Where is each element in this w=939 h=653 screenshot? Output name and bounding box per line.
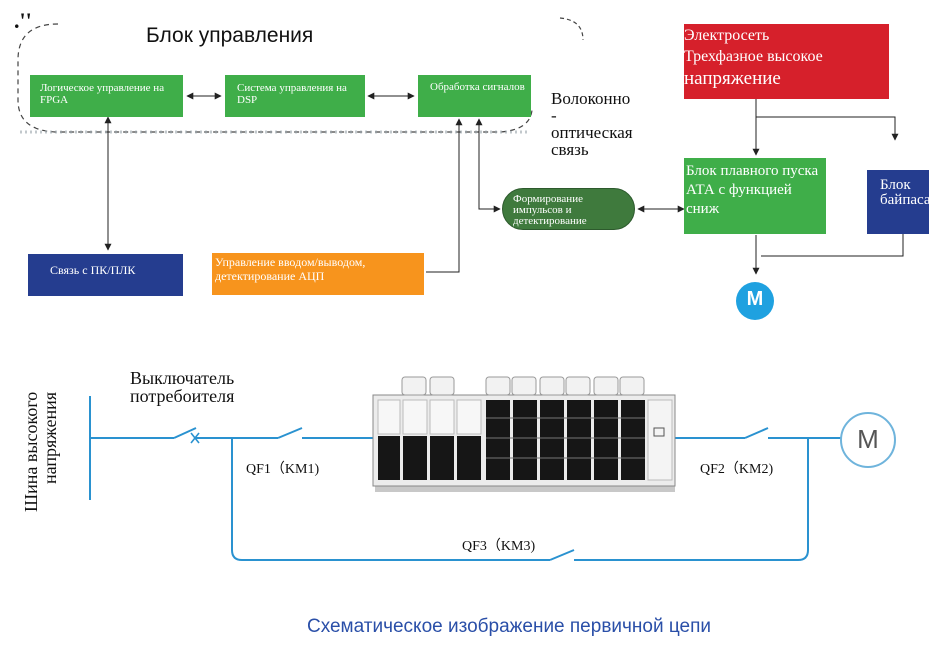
signal-block: Обработка сигналов <box>418 75 531 117</box>
user-switch-blade <box>173 427 197 439</box>
fiber-label: Волоконно - оптическая связь <box>551 90 633 158</box>
qf2-label: QF2（KM2) <box>700 462 774 477</box>
cabinet <box>372 376 676 492</box>
qf1-blade <box>277 427 303 439</box>
user-switch-label: Выключатель потребоителя <box>130 368 235 406</box>
fiber-line-2: - <box>551 106 557 125</box>
hv-bus-label: Шина высокого напряжения <box>21 392 60 513</box>
control-block-outline <box>17 23 533 133</box>
cabinet-panel-screen <box>653 427 665 437</box>
control-block-title: Блок управления <box>146 24 314 47</box>
arrow-signal-pulse <box>475 118 501 213</box>
fiber-line-3: оптическая <box>551 123 633 142</box>
bypass-loop-left <box>231 438 550 561</box>
motor-circle-top <box>736 282 774 320</box>
fiber-line-1: Волоконно <box>551 89 631 108</box>
grid-block: Электросеть Трехфазное высокое напряжени… <box>684 24 889 99</box>
grid-line-3: напряжение <box>684 67 781 89</box>
cabinet-dark-modules <box>486 400 645 480</box>
dsp-block: Система управления на DSP <box>225 75 365 117</box>
user-switch-cross-b <box>190 432 200 444</box>
pulse-label: Формирование импульсов и детектирование <box>513 193 587 227</box>
signal-label: Обработка сигналов <box>430 81 525 93</box>
io-block: Управление вводом/выводом, детектировани… <box>212 253 424 295</box>
line-bypass-motor <box>761 234 904 257</box>
arrow-grid-bypass <box>756 116 899 141</box>
grid-line-2: Трехфазное высокое <box>684 47 823 65</box>
io-label: Управление вводом/выводом, детектировани… <box>215 255 366 283</box>
cabinet-dark-lower <box>378 436 481 480</box>
motor-circle-bottom <box>840 412 896 468</box>
dsp-label: Система управления на DSP <box>237 82 347 106</box>
pc-plc-label: Связь с ПК/ПЛК <box>50 263 136 277</box>
diagram-caption: Схематическое изображение первичной цепи <box>306 616 712 637</box>
motor-label-bottom: M <box>857 424 879 454</box>
bypass-loop-right <box>574 438 809 561</box>
cabinet-top-units <box>401 376 645 396</box>
qf3-label: QF3（KM3) <box>462 539 536 554</box>
cabinet-light-doors <box>377 399 482 435</box>
arrow-signal-io <box>426 118 463 273</box>
fiber-line-4: связь <box>551 140 589 159</box>
cabinet-right-door <box>647 399 673 481</box>
bypass-label: Блок байпаса <box>880 177 931 208</box>
grid-line-1: Электросеть <box>684 27 770 44</box>
bypass-block: Блок байпаса <box>867 170 931 234</box>
qf1-label: QF1（KM1) <box>246 462 320 477</box>
qf2-blade <box>744 427 769 439</box>
cabinet-plinth <box>375 484 675 492</box>
fpga-label: Логическое управление на FPGA <box>40 82 165 106</box>
softstart-label: Блок плавного пуска АТА с функцией сниж <box>686 163 819 218</box>
fpga-block: Логическое управление на FPGA <box>30 75 183 117</box>
corner-mark: .'' <box>14 8 32 33</box>
pulse-block: Формирование импульсов и детектирование <box>502 188 635 230</box>
softstart-block: Блок плавного пуска АТА с функцией сниж <box>684 158 826 234</box>
control-block-corner <box>559 17 584 41</box>
pc-plc-block: Связь с ПК/ПЛК <box>28 254 183 296</box>
motor-label-top: M <box>746 288 764 310</box>
cabinet-module-dividers <box>486 417 645 459</box>
qf3-blade <box>549 549 575 561</box>
